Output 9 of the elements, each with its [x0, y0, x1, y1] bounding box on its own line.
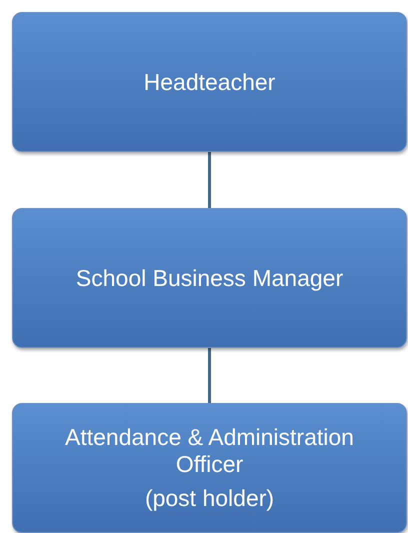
- position-box: [12, 403, 407, 533]
- position-box: [12, 208, 407, 348]
- role-title: Headteacher: [142, 68, 276, 96]
- connector-line: [208, 152, 211, 208]
- role-title: School Business Manager: [74, 264, 344, 292]
- role-note: (post holder): [144, 485, 276, 512]
- connector-line: [208, 348, 211, 403]
- role-title: Attendance & Administration Officer: [64, 424, 355, 478]
- position-box: [12, 12, 407, 152]
